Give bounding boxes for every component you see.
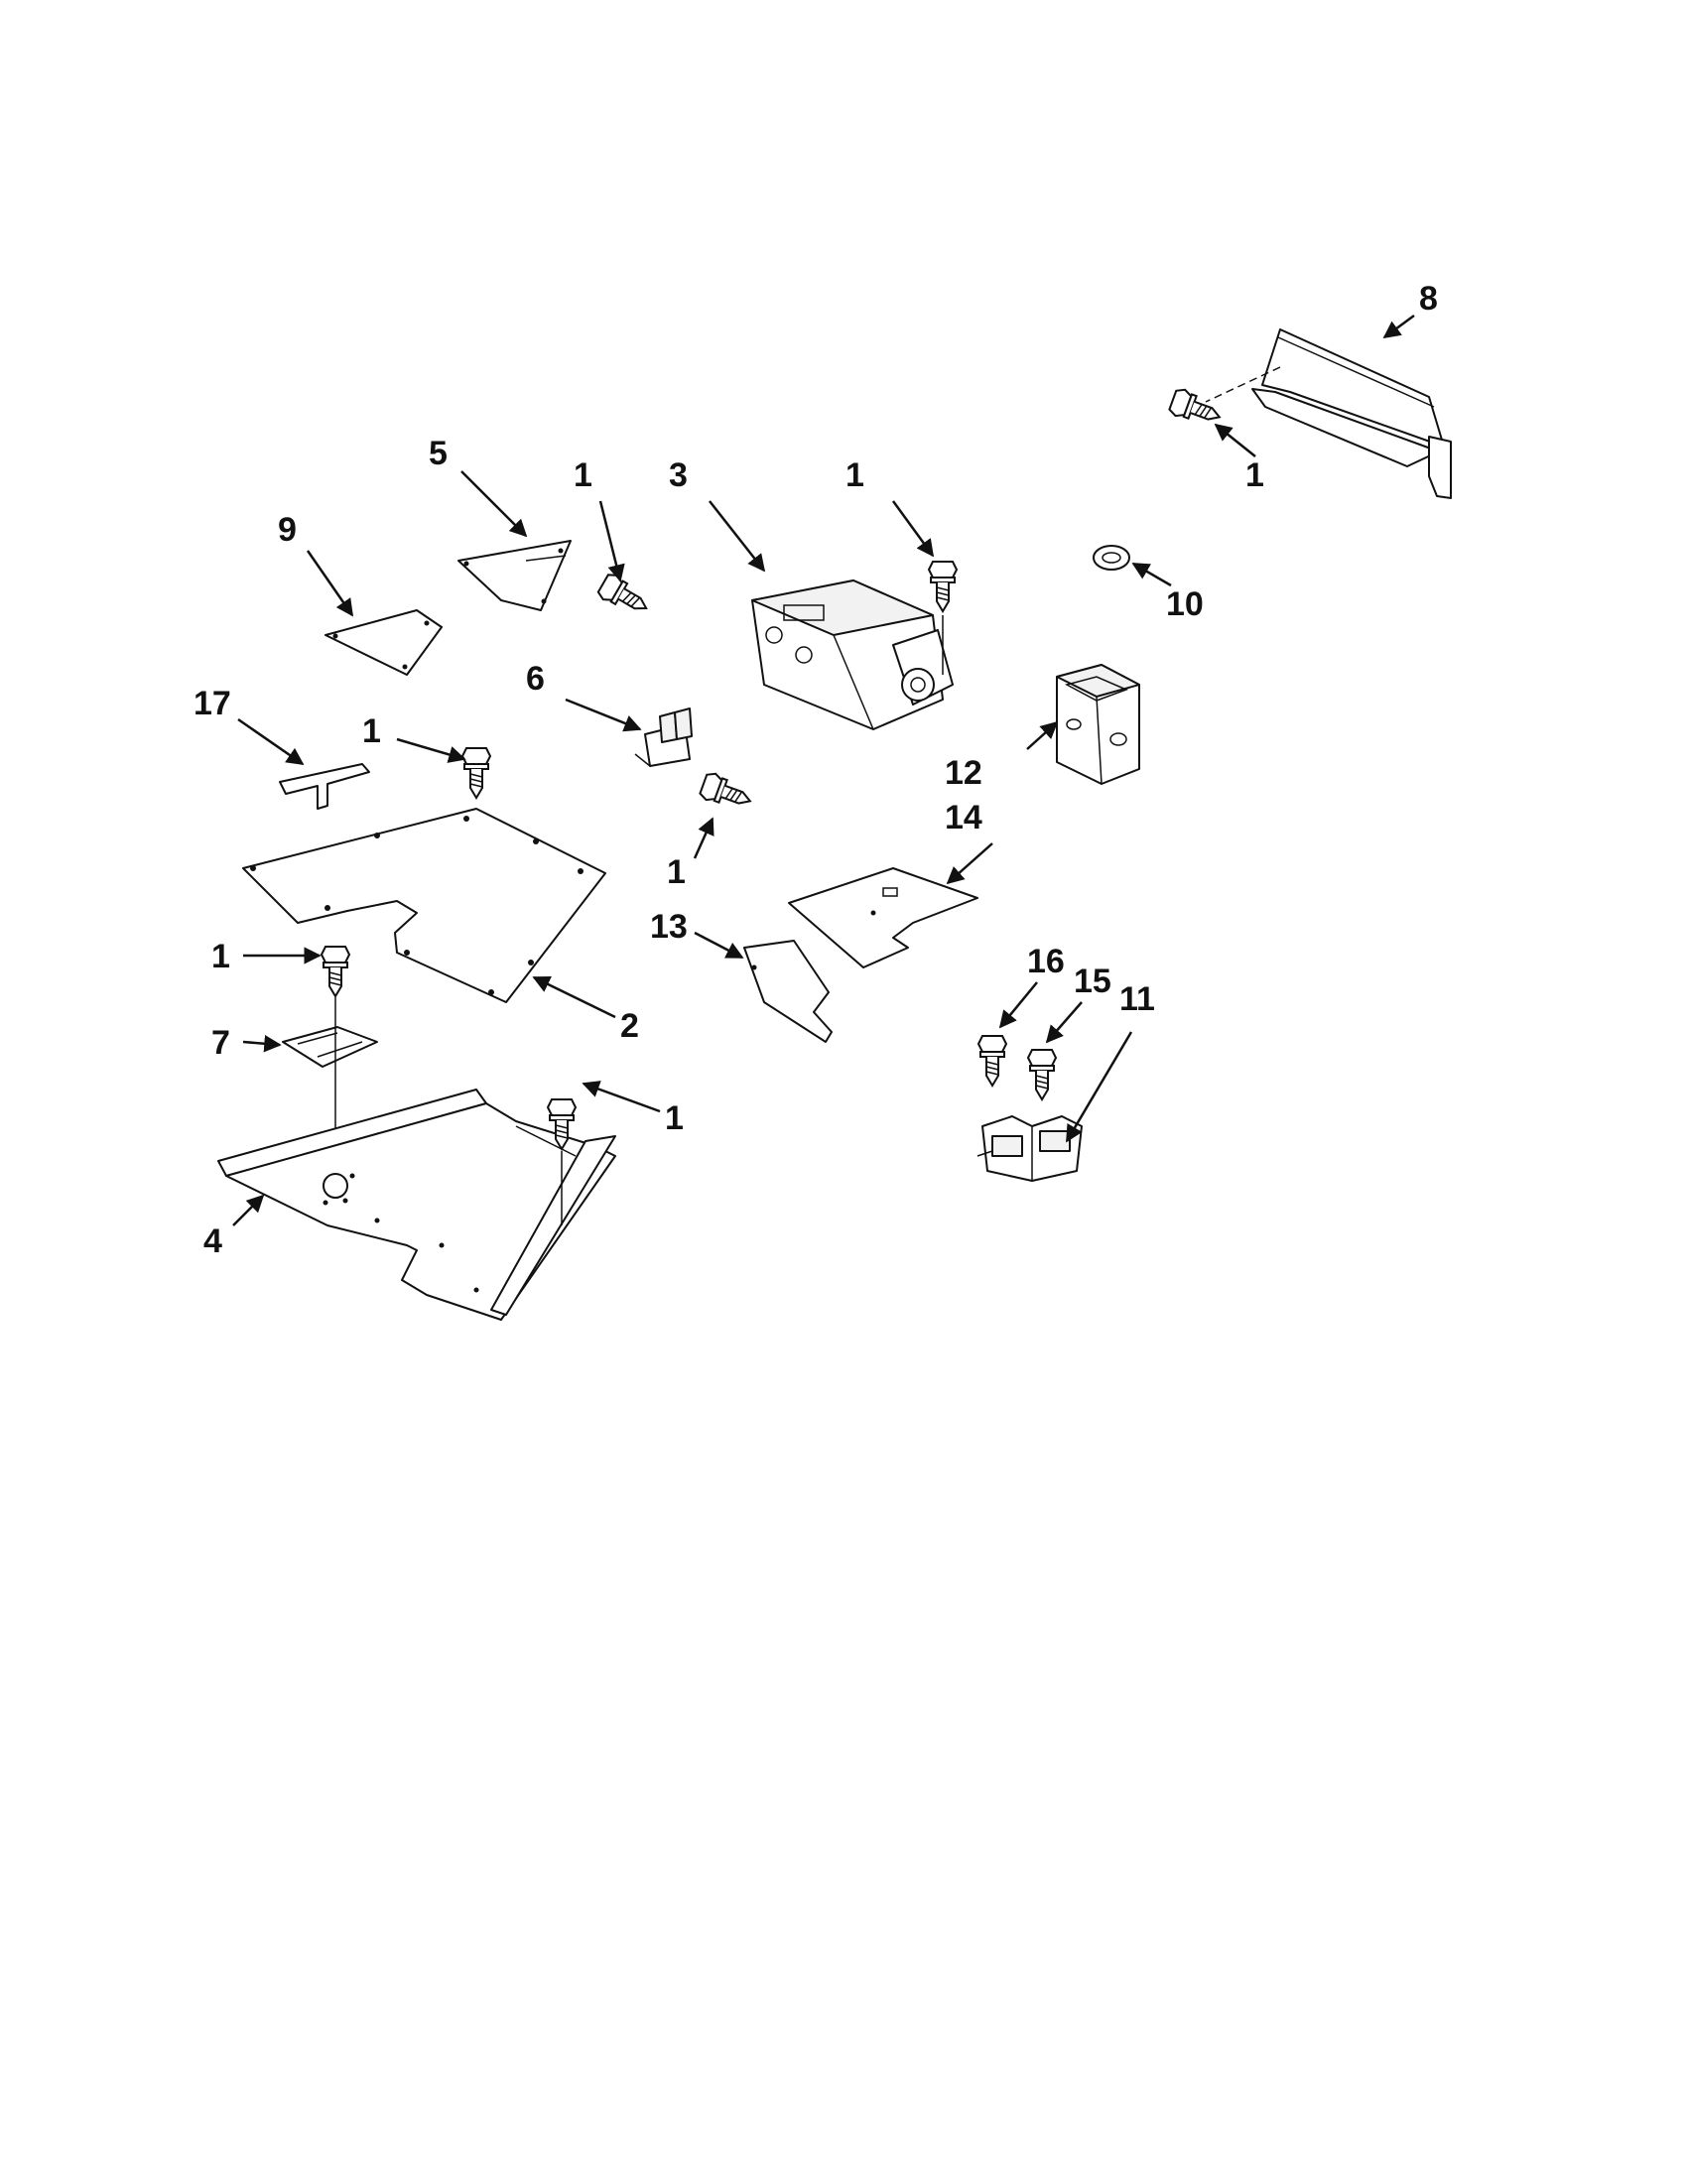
callout-1: 1	[845, 456, 864, 494]
callout-10: 10	[1166, 585, 1204, 623]
part-2-heat-shield	[242, 808, 606, 1003]
part-13-insulation	[743, 940, 833, 1043]
part-11-terminal-block	[976, 1115, 1083, 1182]
part-7-bracket	[282, 1026, 378, 1068]
part-6-ignitor	[634, 707, 693, 767]
screw-icon	[1027, 1049, 1057, 1100]
callout-1: 1	[574, 456, 592, 494]
part-4-bottom-pan	[217, 1089, 616, 1321]
screw-icon	[594, 570, 655, 622]
part-17-clip	[279, 763, 370, 810]
callout-5: 5	[429, 435, 448, 472]
callout-13: 13	[650, 908, 688, 946]
callout-12: 12	[945, 754, 982, 792]
callout-labels: 8 1 10 1 3 1 5 9 6 12 14 1 17 1 13 2 1 7…	[194, 280, 1438, 1260]
callout-14: 14	[945, 799, 982, 836]
screw-icon	[698, 770, 756, 816]
callout-15: 15	[1074, 963, 1111, 1000]
part-8-bracket	[1167, 328, 1452, 499]
callout-17: 17	[194, 685, 231, 722]
callout-4: 4	[203, 1222, 222, 1260]
screw-icon	[321, 946, 350, 997]
callout-1: 1	[211, 938, 230, 975]
callout-7: 7	[211, 1024, 230, 1062]
part-14-plate	[788, 867, 978, 968]
screw-icon	[461, 747, 491, 799]
part-12-junction-box	[1056, 664, 1140, 785]
callout-6: 6	[526, 660, 545, 698]
screw-icon	[977, 1035, 1007, 1087]
screw-icon	[928, 561, 958, 612]
part-5-cover-plate	[457, 540, 572, 611]
leader-lines	[232, 314, 1415, 1226]
part-3-valve-assembly	[751, 561, 958, 730]
callout-8: 8	[1419, 280, 1438, 318]
callout-1: 1	[667, 853, 686, 891]
callout-9: 9	[278, 511, 297, 549]
callout-2: 2	[620, 1007, 639, 1045]
callout-3: 3	[669, 456, 688, 494]
callout-16: 16	[1027, 943, 1065, 980]
part-9-plate	[325, 609, 443, 676]
screw-icon	[1167, 386, 1226, 432]
callout-11: 11	[1119, 980, 1155, 1018]
callout-1: 1	[665, 1099, 684, 1137]
callout-1: 1	[362, 712, 381, 750]
callout-1: 1	[1245, 456, 1264, 494]
part-10-washer	[1093, 545, 1130, 571]
